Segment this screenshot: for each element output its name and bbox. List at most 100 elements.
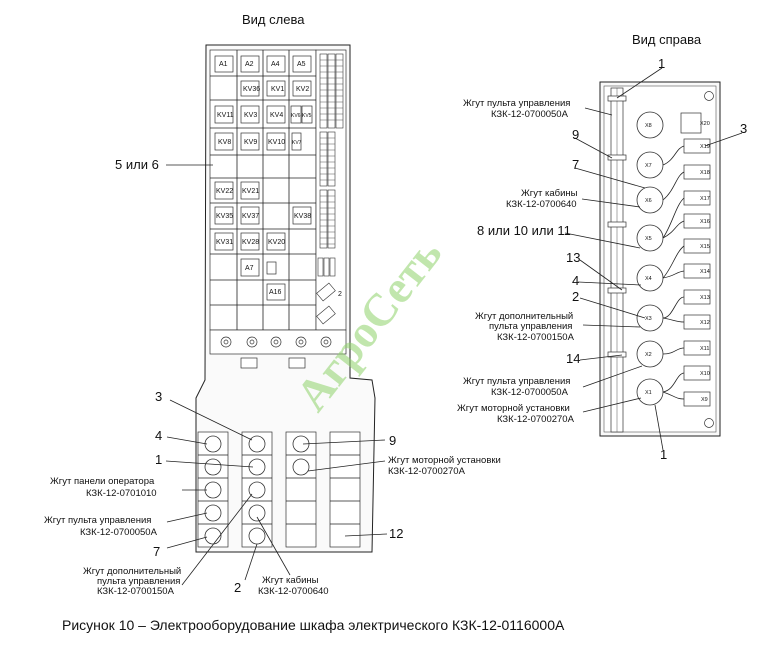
label-13-right: 13 (566, 250, 580, 265)
relay-kv36-label: KV36 (243, 86, 260, 93)
relay-a4-label: A4 (271, 61, 280, 68)
mount-hole-top (704, 91, 714, 101)
relay-a1-label: A1 (219, 61, 228, 68)
connector-x16-label: X16 (700, 219, 710, 225)
connector-x5-label: X5 (645, 236, 652, 242)
relay-kv31-label: KV31 (216, 239, 233, 246)
motor-harness-left: Жгут моторной установки (388, 455, 501, 466)
left-view-title: Вид слева (242, 12, 305, 27)
relay-kv5-label: KV5 (302, 113, 312, 119)
right-view-title: Вид справа (632, 32, 702, 47)
label-3-left: 3 (155, 389, 162, 404)
extra-panel-line2-left: пульта управления (97, 576, 180, 587)
relay-kv35-label: KV35 (216, 213, 233, 220)
fuse-holder-upper (316, 282, 336, 302)
connector-x18-label: X18 (700, 170, 710, 176)
relay-kv10-label: KV10 (268, 139, 285, 146)
connector-x7-label: X7 (645, 163, 652, 169)
connector-x9-label: X9 (701, 397, 708, 403)
relay-kv28-label: KV28 (242, 239, 259, 246)
label-7-left: 7 (153, 544, 160, 559)
control-panel-harness-left: Жгут пульта управления (44, 515, 151, 526)
relay-kv37-label: KV37 (242, 213, 259, 220)
terminal-ticks (320, 59, 343, 245)
connector-x12-label: X12 (700, 320, 710, 326)
label-1-bottom-right: 1 (660, 447, 667, 462)
label-2-right: 2 (572, 289, 579, 304)
connector-x15-label: X15 (700, 244, 710, 250)
connector-x4-label: X4 (645, 276, 652, 282)
label-14-right: 14 (566, 351, 580, 366)
connector-x20 (680, 112, 702, 134)
figure-caption: Рисунок 10 – Электрооборудование шкафа э… (62, 617, 565, 633)
connector-x19-label: X19 (700, 144, 710, 150)
relay-kv21-label: KV21 (242, 188, 259, 195)
relay-a7-label: A7 (245, 265, 254, 272)
extra-line2-right: пульта управления (489, 321, 572, 332)
connector-x14-label: X14 (700, 269, 710, 275)
connector-x1-label: X1 (645, 390, 652, 396)
connector-columns (197, 431, 361, 548)
control2-code-right: КЗК-12-0700050А (491, 387, 569, 398)
control2-harness-right: Жгут пульта управления (463, 376, 570, 387)
relay-kv20-label: KV20 (268, 239, 285, 246)
label-7-right: 7 (572, 157, 579, 172)
label-9-left: 9 (389, 433, 396, 448)
control-panel-code-left: КЗК-12-0700050А (80, 527, 158, 538)
label-1-left: 1 (155, 452, 162, 467)
label-2-left: 2 (234, 580, 241, 595)
motor-harness-right: Жгут моторной установки (457, 403, 570, 414)
cab-code-left: КЗК-12-0700640 (258, 586, 329, 597)
cable-glands (220, 336, 332, 348)
relay-kv3-label: KV3 (244, 112, 257, 119)
control-harness-right: Жгут пульта управления (463, 98, 570, 109)
relay-kv9-label: KV9 (244, 139, 257, 146)
label-8-10-11: 8 или 10 или 11 (477, 223, 571, 238)
extra-code-right: КЗК-12-0700150А (497, 332, 575, 343)
extra-panel-code-left: КЗК-12-0700150А (97, 586, 175, 597)
label-12-left: 12 (389, 526, 403, 541)
operator-panel-code: КЗК-12-0701010 (86, 488, 157, 499)
relay-kv6-label: KV6 (291, 113, 301, 119)
connector-x2-label: X2 (645, 352, 652, 358)
connector-x8-label: X8 (645, 123, 652, 129)
right-square-connectors (683, 138, 711, 407)
motor-code-right: КЗК-12-0700270А (497, 414, 575, 425)
ground-lug-right (288, 357, 306, 369)
connector-x20-label: X20 (700, 121, 710, 127)
connector-x6-label: X6 (645, 198, 652, 204)
relay-a2-label: A2 (245, 61, 254, 68)
fuse-mark-2: 2 (338, 291, 342, 298)
right-cabinet: X20 X8 X7 X6 X5 X4 X3 X2 X1 X19 X18 X17 … (599, 81, 721, 437)
relay-kv11-label: KV11 (217, 112, 234, 119)
relay-a16-label: A16 (269, 289, 282, 296)
relay-kv22-label: KV22 (216, 188, 233, 195)
connector-x3-label: X3 (645, 316, 652, 322)
cab-code-right: КЗК-12-0700640 (506, 199, 577, 210)
right-leader-lines (564, 67, 743, 451)
connector-x11-label: X11 (700, 346, 709, 352)
operator-panel-harness: Жгут панели оператора (50, 476, 155, 487)
motor-code-left: КЗК-12-0700270А (388, 466, 466, 477)
left-leader-lines (165, 164, 388, 586)
label-4-left: 4 (155, 428, 162, 443)
relay-kv7-label: KV7 (292, 140, 302, 146)
relay-kv1-label: KV1 (271, 86, 284, 93)
connector-x10-label: X10 (700, 371, 710, 377)
terminal-blocks-upper (317, 53, 344, 277)
label-3-right: 3 (740, 121, 747, 136)
relay-kv38-label: KV38 (294, 213, 311, 220)
cab-harness-right: Жгут кабины (521, 188, 578, 199)
cable-clamps (607, 95, 627, 358)
left-cabinet: A1 A2 A4 A5 KV36 KV1 KV2 KV11 KV3 KV4 KV… (195, 44, 376, 553)
label-5-or-6: 5 или 6 (115, 157, 159, 172)
control-code-right: КЗК-12-0700050А (491, 109, 569, 120)
label-9-right: 9 (572, 127, 579, 142)
relay-kv4-label: KV4 (270, 112, 283, 119)
label-4-right: 4 (572, 273, 579, 288)
fuse-holder-lower (316, 305, 336, 325)
label-1-top-right: 1 (658, 56, 665, 71)
cab-harness-left: Жгут кабины (262, 575, 319, 586)
ground-lug-left (240, 357, 258, 369)
